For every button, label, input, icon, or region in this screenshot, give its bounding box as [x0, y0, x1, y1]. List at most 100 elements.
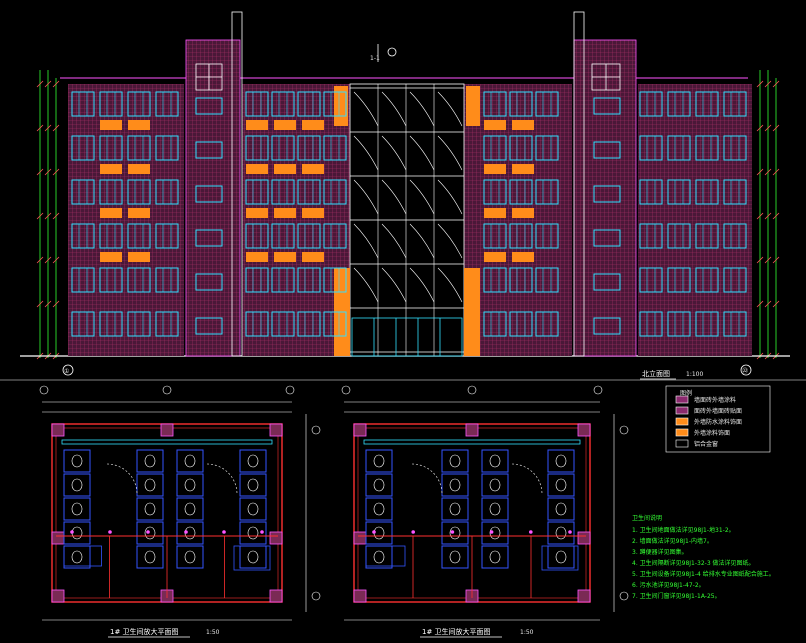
toilet-fixture: [247, 550, 259, 564]
wall-right-wing: [638, 84, 752, 356]
window: [271, 91, 295, 117]
window: [155, 223, 179, 249]
dimension-tick: [756, 212, 764, 220]
plan-axis-bubble: [285, 385, 295, 395]
dimension-tick: [756, 168, 764, 176]
orange-band: [512, 120, 534, 130]
left-dimension-chain: [39, 70, 57, 358]
legend-label: 面砖外墙面砖贴面: [694, 407, 742, 415]
toilet-fixture: [373, 454, 385, 468]
note-line: 2. 墙面做法详见98J1-内墙7。: [632, 537, 713, 545]
toilet-stall: [176, 497, 204, 521]
plan-left-title: 1# 卫生间放大平面图: [110, 627, 179, 636]
dimension-tick: [764, 124, 772, 132]
toilet-stall: [481, 545, 509, 569]
window: [297, 91, 321, 117]
toilet-stall: [547, 521, 575, 545]
plan-sink: [233, 545, 271, 571]
dimension-tick: [772, 212, 780, 220]
window: [639, 223, 663, 249]
pilaster-right: [573, 11, 585, 357]
toilet-stall: [176, 545, 204, 569]
window: [271, 223, 295, 249]
dimension-tick: [52, 80, 60, 88]
toilet-fixture: [555, 478, 567, 492]
toilet-stall: [239, 545, 267, 569]
orange-band: [512, 164, 534, 174]
toilet-stall: [547, 473, 575, 497]
window: [71, 91, 95, 117]
right-dimension-chain: [759, 70, 777, 358]
legend-swatch: [675, 406, 689, 415]
dimension-tick: [52, 256, 60, 264]
plan-drain-point: [450, 530, 455, 534]
window: [667, 267, 691, 293]
window: [639, 311, 663, 337]
stair-window: [593, 317, 621, 335]
window: [245, 135, 269, 161]
stair-window: [593, 229, 621, 247]
window: [667, 311, 691, 337]
legend-label: 外墙防水涂料饰面: [694, 418, 742, 426]
plan-column: [577, 589, 591, 603]
window: [323, 135, 347, 161]
window: [155, 91, 179, 117]
orange-band: [274, 208, 296, 218]
window: [483, 311, 507, 337]
orange-entrance-right: [464, 268, 480, 356]
plan-drain-point: [529, 530, 533, 534]
toilet-fixture: [71, 550, 83, 564]
plan-column: [269, 589, 283, 603]
legend-swatch: [675, 439, 689, 448]
plan-left-scale: 1:50: [206, 629, 220, 636]
toilet-stall: [481, 473, 509, 497]
window: [695, 135, 719, 161]
toilet-fixture: [184, 502, 196, 516]
toilet-fixture: [555, 502, 567, 516]
dimension-tick: [764, 168, 772, 176]
plan-drain-point: [260, 530, 264, 534]
orange-column-right: [466, 86, 480, 126]
orange-band: [100, 252, 122, 262]
stair-window: [195, 273, 223, 291]
section-marker: 1-1: [370, 44, 397, 62]
plan-column: [160, 423, 174, 437]
glass-reflection: [409, 91, 435, 127]
plan-drain-point: [184, 530, 188, 534]
dimension-tick: [52, 212, 60, 220]
dimension-tick: [52, 300, 60, 308]
window-array: [71, 91, 747, 337]
glass-reflection: [409, 223, 435, 259]
pilaster-left: [231, 11, 243, 357]
tower-top-windows: [195, 63, 621, 91]
door-swing: [411, 463, 443, 495]
north-elevation: ① ㉒ 1-1 北立面图 1:100: [20, 11, 790, 380]
notes-lines: 1. 卫生间地面做法详见98J1-地31-2。2. 墙面做法详见98J1-内墙7…: [632, 526, 775, 600]
glass-reflection: [409, 179, 435, 215]
legend-label: 铝合金窗: [694, 440, 718, 448]
toilet-stall: [365, 473, 393, 497]
window: [535, 179, 559, 205]
toilet-fixture: [489, 526, 501, 540]
wall-left-tower: [185, 39, 241, 357]
toilet-stall: [136, 449, 164, 473]
orange-band: [484, 120, 506, 130]
dimension-tick: [772, 168, 780, 176]
toilet-stall: [365, 545, 393, 569]
window: [695, 267, 719, 293]
window: [99, 267, 123, 293]
glass-reflection: [381, 91, 407, 127]
legend-swatch: [675, 417, 689, 426]
toilet-fixture: [71, 502, 83, 516]
window: [723, 179, 747, 205]
orange-band: [274, 252, 296, 262]
toilet-fixture: [449, 550, 461, 564]
toilet-stall: [239, 521, 267, 545]
window: [99, 223, 123, 249]
dimension-tick: [44, 212, 52, 220]
orange-band: [246, 208, 268, 218]
plan-axis-bubble: [311, 425, 321, 435]
toilet-fixture: [373, 550, 385, 564]
glass-reflection: [437, 267, 463, 303]
toilet-fixture: [449, 526, 461, 540]
